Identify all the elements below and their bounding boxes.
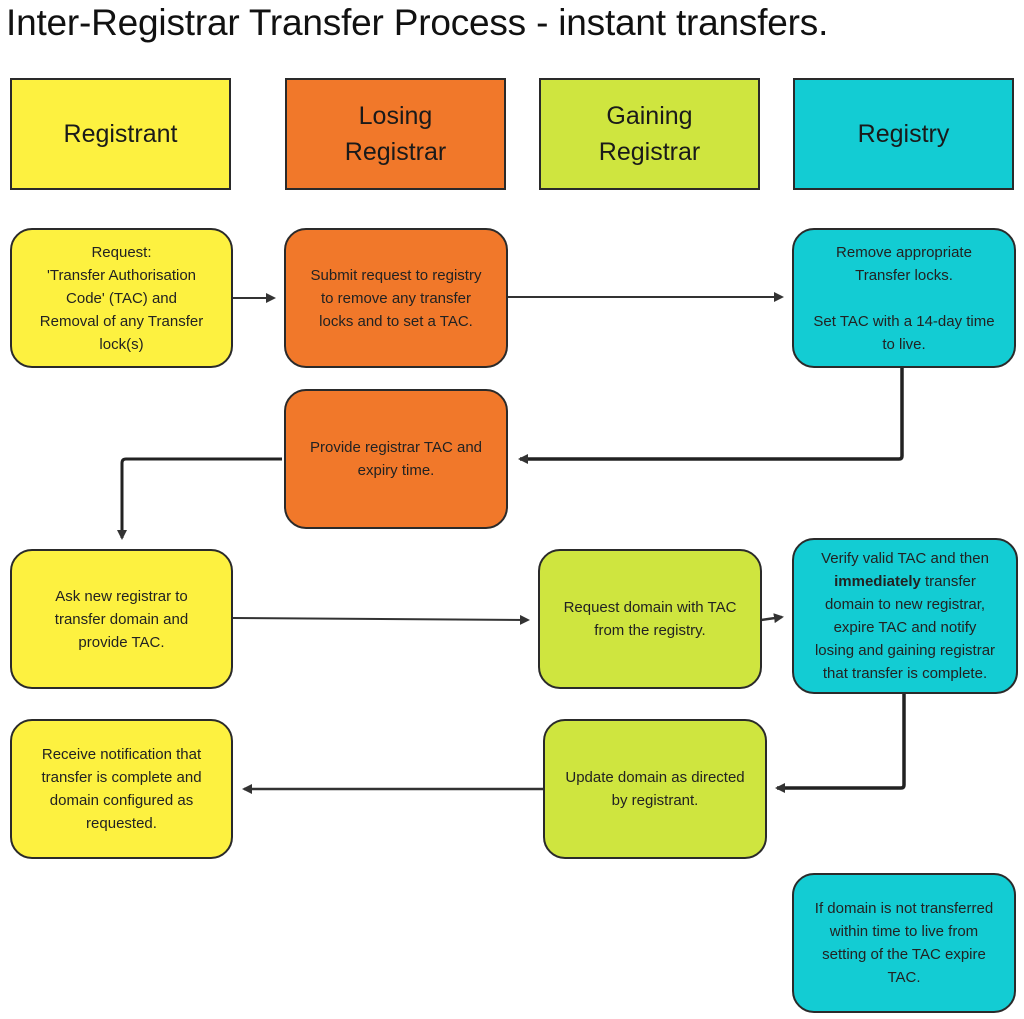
node-losing-submit: Submit request to registry to remove any… (284, 228, 508, 368)
edge-request-domain-to-verify (760, 613, 784, 624)
node-gaining-request-domain: Request domain with TAC from the registr… (538, 549, 762, 689)
node-registry-remove-locks: Remove appropriate Transfer locks. Set T… (792, 228, 1016, 368)
verify-text-end: transfer domain to new registrar, expire… (814, 573, 996, 682)
node-gaining-update: Update domain as directed by registrant. (543, 719, 767, 859)
verify-text-start: Verify valid TAC and then (821, 550, 989, 567)
node-losing-provide-tac: Provide registrar TAC and expiry time. (284, 389, 508, 529)
diagram-title: Inter-Registrar Transfer Process - insta… (6, 2, 829, 43)
edge-ask-new-to-request-domain (232, 614, 530, 625)
edge-provide-tac-to-ask-new (117, 457, 282, 540)
lane-header-gaining-registrar: Gaining Registrar (539, 78, 760, 190)
node-registrant-ask-new: Ask new registrar to transfer domain and… (10, 549, 233, 689)
lane-header-registry: Registry (793, 78, 1014, 190)
edge-verify-to-update (775, 693, 906, 793)
lane-header-losing-registrar: Losing Registrar (285, 78, 506, 190)
lane-header-registrant: Registrant (10, 78, 231, 190)
verify-text: Verify valid TAC and then immediately tr… (815, 547, 995, 685)
node-registry-expire: If domain is not transferred within time… (792, 873, 1016, 1013)
node-registrant-request: Request: 'Transfer Authorisation Code' (… (10, 228, 233, 368)
node-registrant-receive: Receive notification that transfer is co… (10, 719, 233, 859)
node-registry-verify: Verify valid TAC and then immediately tr… (792, 538, 1018, 694)
edge-registry-to-provide-tac (518, 368, 904, 464)
verify-text-bold: immediately (834, 573, 921, 590)
